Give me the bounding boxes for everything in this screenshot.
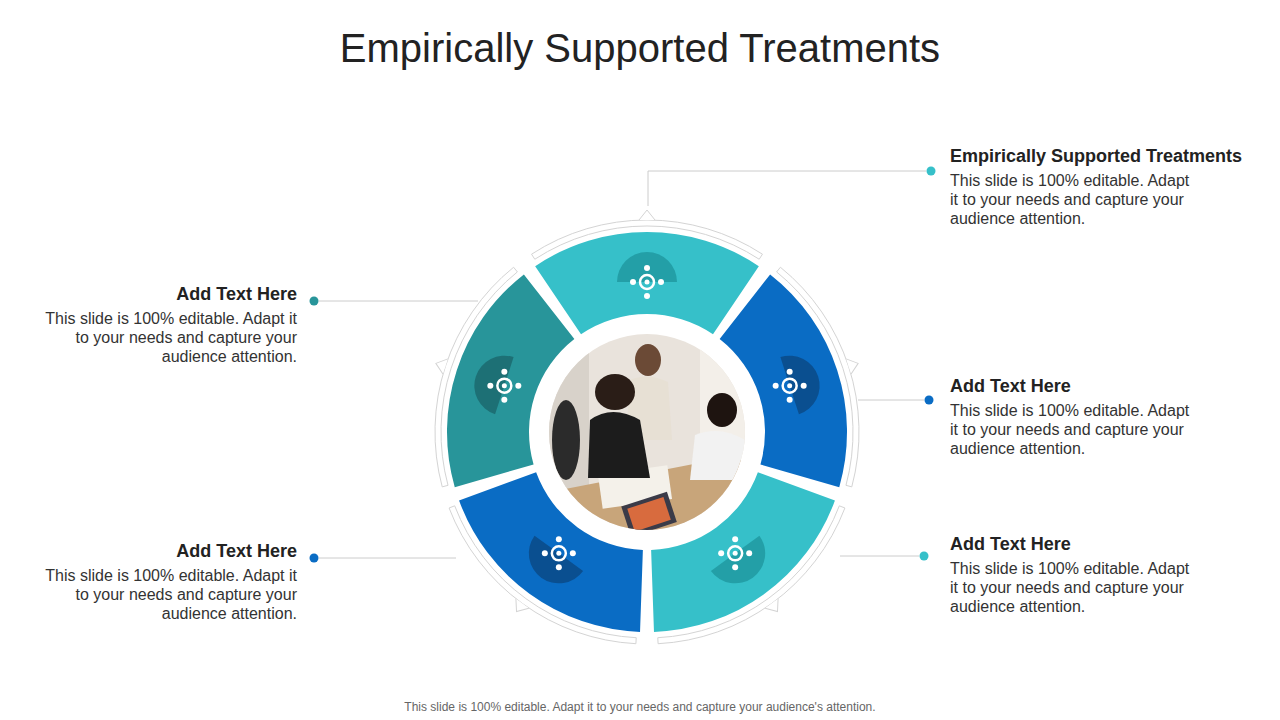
segment-icon <box>711 536 765 584</box>
segment-tip <box>433 356 447 374</box>
block-body: This slide is 100% editable. Adapt it to… <box>950 171 1200 228</box>
text-block: Add Text HereThis slide is 100% editable… <box>35 541 297 623</box>
block-body: This slide is 100% editable. Adapt it to… <box>35 309 297 366</box>
leader-line <box>858 400 924 401</box>
ring-segment <box>535 232 759 334</box>
block-body: This slide is 100% editable. Adapt it to… <box>35 566 297 623</box>
text-block: Add Text HereThis slide is 100% editable… <box>35 284 297 366</box>
leader-line <box>319 558 456 559</box>
footer-caption: This slide is 100% editable. Adapt it to… <box>0 700 1280 714</box>
leader-dots <box>310 167 936 563</box>
text-block: Add Text HereThis slide is 100% editable… <box>950 376 1212 458</box>
segment-icon <box>529 536 583 584</box>
block-heading: Add Text Here <box>35 284 297 306</box>
segment-icon <box>474 356 521 415</box>
segment-icon <box>773 356 820 415</box>
text-block: Empirically Supported TreatmentsThis sli… <box>950 146 1270 228</box>
segment-icon <box>617 252 677 299</box>
block-heading: Add Text Here <box>950 534 1212 556</box>
slide-title: Empirically Supported Treatments <box>0 24 1280 72</box>
text-block: Add Text HereThis slide is 100% editable… <box>950 534 1212 616</box>
segment-tip <box>846 356 860 374</box>
leader-line <box>840 556 919 557</box>
segment-tip <box>639 210 655 220</box>
block-heading: Add Text Here <box>950 376 1212 398</box>
leader-dot <box>927 167 936 176</box>
leader-dot <box>310 297 319 306</box>
block-body: This slide is 100% editable. Adapt it to… <box>950 559 1200 616</box>
leader-lines <box>319 171 926 558</box>
photo <box>549 334 760 540</box>
segment-tip <box>765 599 784 616</box>
leader-dot <box>920 552 929 561</box>
ring <box>433 210 860 644</box>
leader-line <box>648 171 926 206</box>
block-body: This slide is 100% editable. Adapt it to… <box>950 401 1200 458</box>
segment-tip <box>510 599 529 616</box>
leader-dot <box>310 554 319 563</box>
block-heading: Add Text Here <box>35 541 297 563</box>
block-heading: Empirically Supported Treatments <box>950 146 1270 168</box>
leader-line <box>319 301 478 302</box>
leader-dot <box>925 396 934 405</box>
